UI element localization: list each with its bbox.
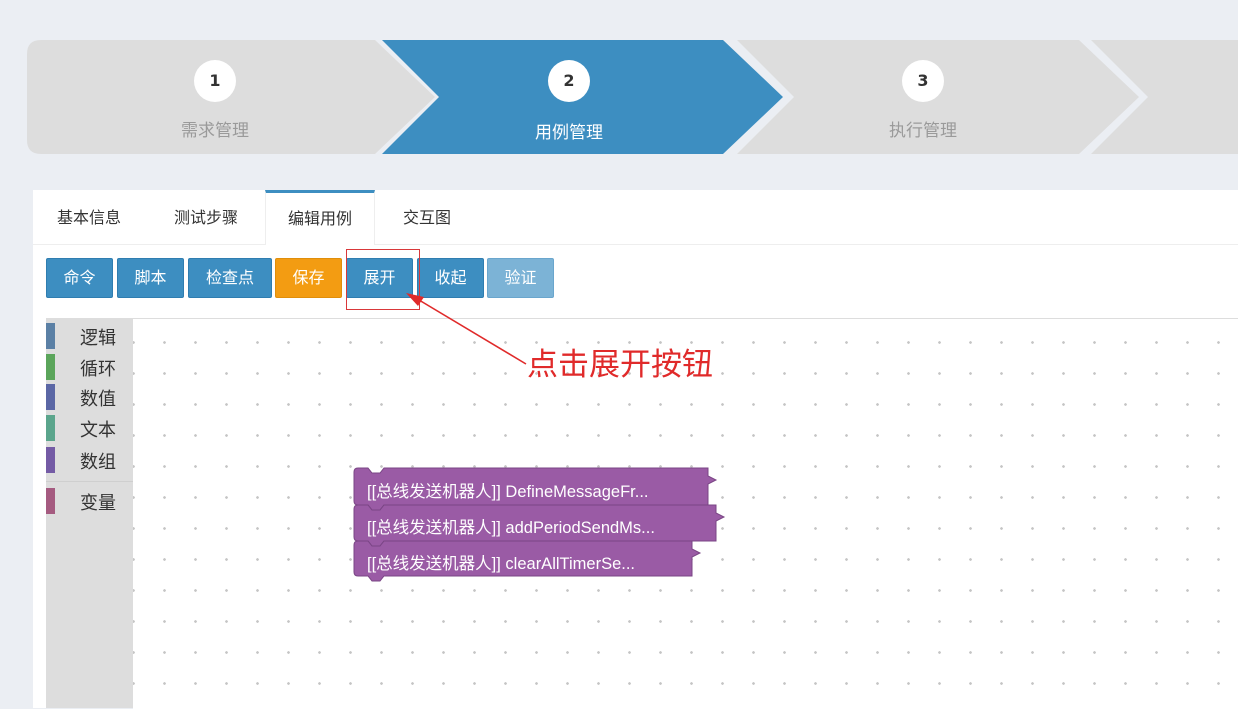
step-3-number: 3 (902, 60, 944, 102)
category-swatch (46, 354, 55, 380)
save-button[interactable]: 保存 (275, 258, 342, 298)
tab-interaction-diagram[interactable]: 交互图 (402, 208, 451, 227)
tab-bar: 基本信息 测试步骤 编辑用例 交互图 (33, 190, 1238, 245)
step-3-label: 执行管理 (889, 121, 957, 141)
steps-shapes (27, 40, 1238, 154)
step-2[interactable]: 2 用例管理 (429, 40, 709, 154)
step-2-number: 2 (548, 60, 590, 102)
category-label: 文本 (80, 420, 116, 441)
script-button[interactable]: 脚本 (117, 258, 184, 298)
verify-button[interactable]: 验证 (487, 258, 554, 298)
category-label: 数值 (80, 389, 116, 410)
steps-wizard: 1 需求管理 2 用例管理 3 执行管理 (27, 40, 1238, 154)
step-1-label: 需求管理 (181, 121, 249, 141)
step-1-number: 1 (194, 60, 236, 102)
collapse-button[interactable]: 收起 (417, 258, 484, 298)
category-swatch (46, 323, 55, 349)
tab-edit-case[interactable]: 编辑用例 (265, 190, 375, 245)
step-3-shape (737, 40, 1139, 154)
category-number[interactable]: 数值 (46, 384, 133, 410)
block-3-text: [[总线发送机器人]] clearAllTimerSe... (367, 555, 636, 573)
step-4-shape (1091, 40, 1238, 154)
category-swatch (46, 384, 55, 410)
block-1-text: [[总线发送机器人]] DefineMessageFr... (367, 483, 649, 501)
category-separator (46, 481, 133, 482)
category-swatch (46, 447, 55, 473)
step-2-label: 用例管理 (535, 123, 603, 143)
category-variable[interactable]: 变量 (46, 488, 133, 514)
category-array[interactable]: 数组 (46, 447, 133, 473)
tab-basic-info[interactable]: 基本信息 (56, 208, 121, 227)
category-logic[interactable]: 逻辑 (46, 323, 133, 349)
category-label: 逻辑 (80, 328, 116, 349)
category-text[interactable]: 文本 (46, 415, 133, 441)
category-label: 循环 (80, 359, 116, 380)
editor-panel: 基本信息 测试步骤 编辑用例 交互图 命令 脚本 检查点 保存 展开 收起 验证… (33, 190, 1238, 709)
step-1[interactable]: 1 需求管理 (75, 40, 355, 154)
expand-button[interactable]: 展开 (346, 258, 413, 298)
category-loop[interactable]: 循环 (46, 354, 133, 380)
block-2-text: [[总线发送机器人]] addPeriodSendMs... (367, 519, 655, 537)
tab-test-steps[interactable]: 测试步骤 (173, 208, 238, 227)
category-swatch (46, 488, 55, 514)
command-button[interactable]: 命令 (46, 258, 113, 298)
category-label: 数组 (80, 452, 116, 473)
annotation-text: 点击展开按钮 (527, 347, 713, 383)
step-3[interactable]: 3 执行管理 (783, 40, 1063, 154)
category-label: 变量 (80, 493, 116, 514)
checkpoint-button[interactable]: 检查点 (188, 258, 272, 298)
category-swatch (46, 415, 55, 441)
expand-highlight-box (346, 249, 420, 310)
step-1-shape (27, 40, 435, 154)
block-toolbox: 逻辑 循环 数值 文本 数组 变量 (46, 318, 133, 708)
